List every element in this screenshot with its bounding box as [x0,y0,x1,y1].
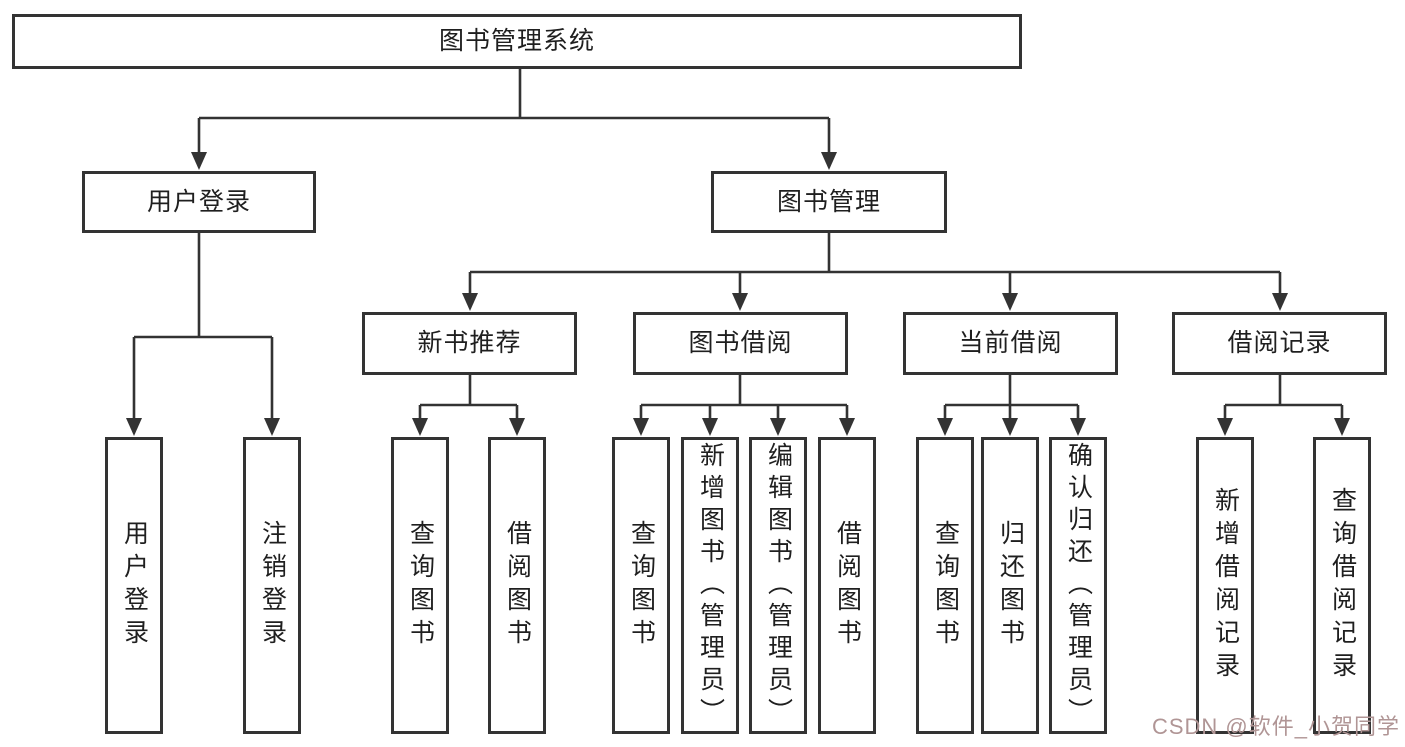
connector-borrow-records [1223,375,1344,421]
leaf-current-return-books-label: 归还图书 [996,519,1025,652]
node-root: 图书管理系统 [12,14,1022,69]
leaf-borrow-borrow-books-label: 借阅图书 [833,519,862,652]
node-book-borrow-label: 图书借阅 [688,329,793,357]
connector-book-borrow [639,375,849,421]
leaf-borrow-borrow-books: 借阅图书 [818,437,876,734]
leaf-borrow-add-books-admin: 新增图书（管理员） [681,437,739,734]
node-user-login: 用户登录 [82,171,316,233]
node-new-book-rec-label: 新书推荐 [417,329,522,357]
leaf-borrow-query-books: 查询图书 [612,437,670,734]
connector-root [197,69,831,155]
leaf-current-query-books: 查询图书 [916,437,974,734]
leaf-records-query-record: 查询借阅记录 [1313,437,1371,734]
leaf-borrow-edit-books-admin: 编辑图书（管理员） [749,437,807,734]
leaf-borrow-query-books-label: 查询图书 [627,519,656,652]
node-book-mgmt: 图书管理 [711,171,947,233]
arrowheads [126,152,1350,436]
csdn-watermark: CSDN @软件_小贺同学 [1151,714,1400,739]
node-borrow-records: 借阅记录 [1172,312,1387,375]
leaf-records-query-record-label: 查询借阅记录 [1328,486,1357,685]
node-new-book-rec: 新书推荐 [362,312,577,375]
leaf-records-add-record-label: 新增借阅记录 [1211,486,1240,685]
leaf-logout: 注销登录 [243,437,301,734]
node-current-borrow: 当前借阅 [903,312,1118,375]
connector-book-mgmt [468,233,1282,296]
leaf-borrow-add-books-admin-label: 新增图书（管理员） [696,441,725,730]
leaf-current-confirm-return-admin-label: 确认归还（管理员） [1064,441,1093,730]
connector-new-book [418,375,519,421]
leaf-newrec-borrow-books: 借阅图书 [488,437,546,734]
leaf-newrec-borrow-books-label: 借阅图书 [503,519,532,652]
leaf-current-confirm-return-admin: 确认归还（管理员） [1049,437,1107,734]
leaf-records-add-record: 新增借阅记录 [1196,437,1254,734]
node-root-label: 图书管理系统 [438,27,595,55]
leaf-newrec-query-books-label: 查询图书 [406,519,435,652]
leaf-logout-label: 注销登录 [258,519,287,652]
leaf-current-query-books-label: 查询图书 [931,519,960,652]
node-user-login-label: 用户登录 [146,187,251,216]
leaf-newrec-query-books: 查询图书 [391,437,449,734]
leaf-user-login: 用户登录 [105,437,163,734]
connector-current-borrow [943,375,1080,421]
leaf-user-login-label: 用户登录 [120,519,149,652]
leaf-borrow-edit-books-admin-label: 编辑图书（管理员） [764,441,793,730]
node-borrow-records-label: 借阅记录 [1227,329,1332,357]
leaf-current-return-books: 归还图书 [981,437,1039,734]
node-current-borrow-label: 当前借阅 [958,329,1063,357]
connector-user-login [132,233,274,421]
node-book-borrow: 图书借阅 [633,312,848,375]
node-book-mgmt-label: 图书管理 [776,187,881,216]
